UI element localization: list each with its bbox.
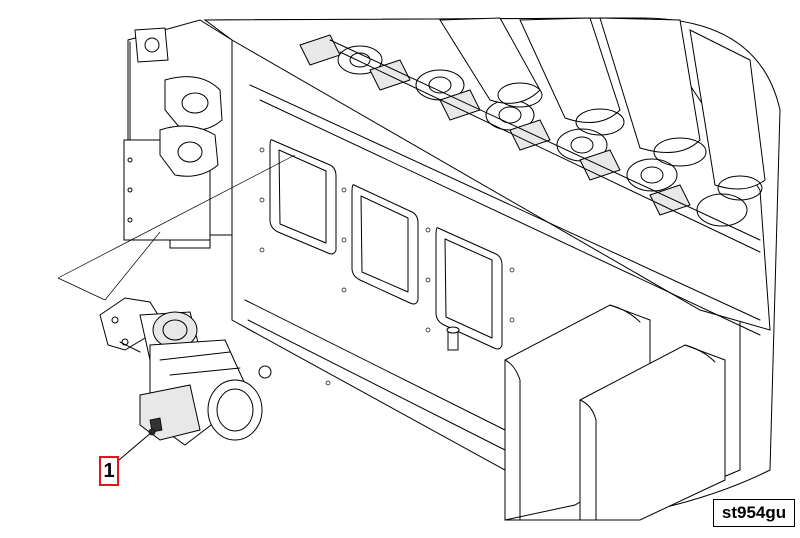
cylinder-heads (203, 17, 771, 336)
cylinder-liners (439, 17, 766, 201)
figure-reference-label: st954gu (713, 499, 795, 527)
assembly-guide-lines (57, 154, 296, 301)
starter-motor (99, 297, 263, 446)
sump-modules (504, 304, 726, 521)
callout-leader (118, 431, 153, 461)
part-callout-1: 1 (99, 456, 119, 486)
injector-row (299, 34, 748, 227)
